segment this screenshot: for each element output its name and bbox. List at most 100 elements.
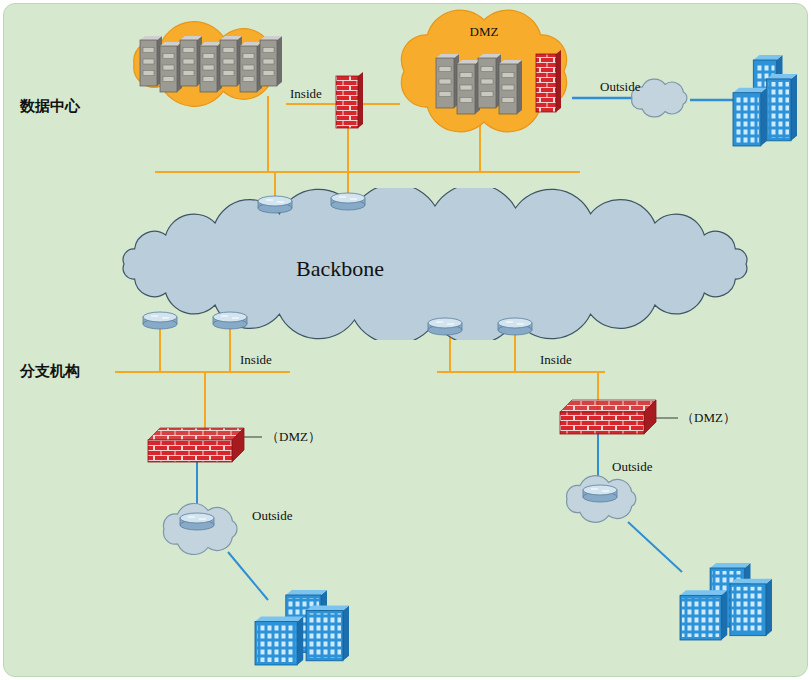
wire [655,417,678,418]
building-block [767,79,791,141]
rack-panel [460,73,472,78]
rack-panel [143,71,154,76]
firewall-top [560,400,656,412]
rack-panel [223,48,234,53]
building-block [733,93,761,146]
firewall-top [148,428,244,440]
zone-label: Inside [240,352,272,368]
router-body [143,317,177,324]
zone-label: Outside [252,508,292,524]
rack-top [478,54,501,58]
building-roof [286,590,327,595]
wire [267,96,269,172]
router-top [331,193,365,203]
rack-panel [460,85,472,90]
rack-side [277,36,282,86]
wire [572,97,635,100]
rack-panel [183,59,194,64]
building-roof [753,55,782,60]
wire [228,552,268,600]
router-symbol [583,485,617,502]
router-top [213,312,247,322]
router-base [213,319,247,329]
router-arrows [506,322,524,324]
cloud-outline [386,2,582,140]
server-rack [478,58,496,108]
cloud-shape [134,22,280,107]
server-rack [240,46,257,92]
building-roof [767,74,797,79]
router-body [498,323,532,330]
cloud-shape [567,476,636,523]
zone-label: Outside [612,459,652,475]
wire [286,103,337,105]
router-arrows [188,517,206,519]
rack-panel [203,54,214,59]
router-symbol [428,318,462,335]
firewall-symbol [560,400,656,434]
rack-panel [263,48,274,53]
cloud-shape [401,10,566,132]
building-side [343,605,349,660]
router-top [583,485,617,495]
rack-panel [263,71,274,76]
firewall-side [358,72,363,128]
zone-label: （DMZ） [266,429,321,445]
rack-panel [481,67,493,72]
building-roof [306,605,349,610]
wire [155,171,580,173]
rack-panel [163,54,174,59]
server-rack [220,40,237,86]
router-top [143,312,177,322]
server-rack [160,46,177,92]
router-top [428,318,462,328]
wire [514,332,516,372]
router-arrows [221,316,239,318]
router-arrows [591,489,609,491]
firewall-side [556,50,561,112]
server-rack [200,46,217,92]
building-block [306,610,343,660]
router-body [180,518,214,525]
zone-label: Outside [600,79,640,95]
rack-panel [243,65,254,70]
node-title: DMZ [470,24,499,40]
rack-top [160,42,182,46]
router-base [258,203,292,213]
rack-panel [183,71,194,76]
wire [347,128,349,172]
rack-side [517,60,522,114]
wire [360,103,400,105]
router-base [331,200,365,210]
background-panel [3,3,808,677]
building-icon [255,590,349,665]
firewall-side [232,428,244,462]
building-roof [680,590,727,595]
rack-top [220,36,242,40]
router-body [213,317,247,324]
building-windows [732,587,764,633]
building-roof [733,88,767,93]
rack-panel [203,65,214,70]
building-block [680,595,721,640]
router-arrows [339,197,357,199]
rack-panel [183,48,194,53]
rack-panel [143,59,154,64]
router-symbol [143,312,177,329]
building-windows [682,598,719,637]
firewall-front [560,412,644,434]
cloud-shape [123,188,747,340]
server-rack [499,64,517,114]
rack-panel [481,79,493,84]
rack-panel [223,59,234,64]
site-label: 分支机构 [20,362,80,380]
wire [479,120,481,172]
wire [229,326,231,372]
rack-panel [163,77,174,82]
wire [347,172,349,199]
router-symbol [180,513,214,530]
building-side [791,74,797,141]
zone-label: （DMZ） [681,410,736,426]
rack-panel [223,71,234,76]
